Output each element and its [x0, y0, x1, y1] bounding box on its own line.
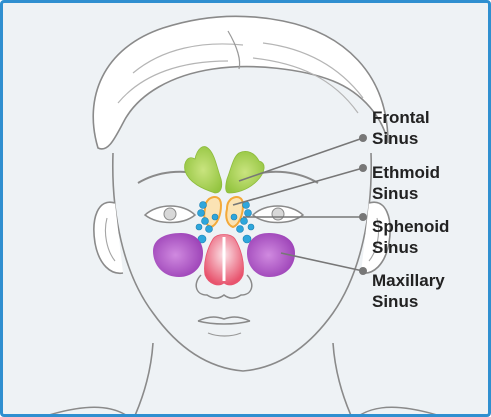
frontal-sinus-right [226, 151, 264, 193]
neck-left [133, 343, 153, 417]
maxillary-sinus-left [153, 233, 203, 277]
hair-outline [93, 16, 388, 149]
mouth-line [198, 321, 250, 324]
ethmoid-sinus-right [226, 197, 243, 227]
left-ear [94, 202, 123, 273]
collar-line [353, 407, 453, 417]
label-sphenoid-sinus: Sphenoid Sinus [372, 216, 449, 258]
neck-right [333, 343, 353, 417]
label-ethmoid-sinus: Ethmoid Sinus [372, 162, 440, 204]
mouth-upper-lip [198, 317, 250, 321]
mouth-lower-lip [208, 333, 241, 336]
sinus-diagram [3, 3, 491, 417]
frontal-sinus-left [185, 147, 222, 193]
right-iris [272, 208, 284, 220]
left-iris [164, 208, 176, 220]
label-frontal-sinus: Frontal Sinus [372, 107, 430, 149]
label-maxillary-sinus: Maxillary Sinus [372, 270, 445, 312]
leader-line-frontal [239, 134, 367, 181]
collar-line [33, 407, 133, 417]
